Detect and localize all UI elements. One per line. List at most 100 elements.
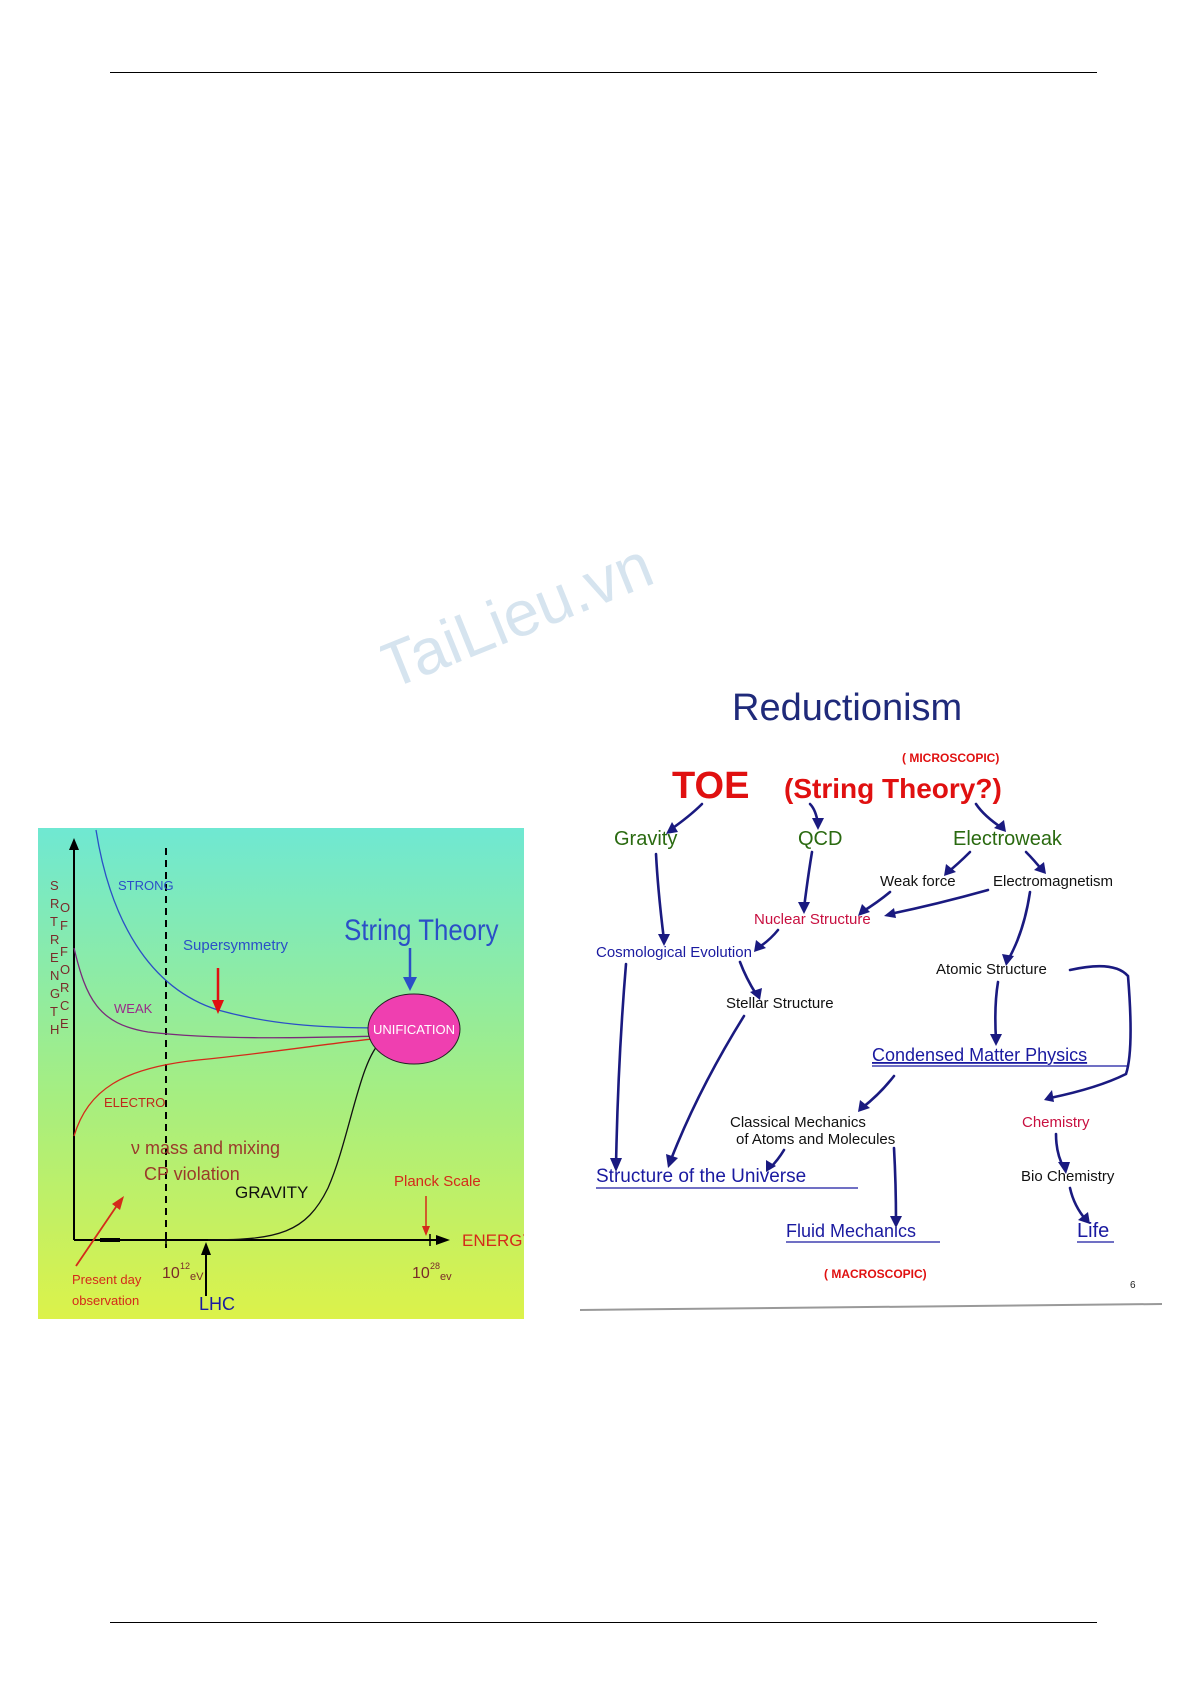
lhc-label: LHC: [199, 1294, 235, 1314]
present-day-label-2: observation: [72, 1293, 139, 1308]
fluid-mechanics-node: Fluid Mechanics: [786, 1221, 916, 1241]
cosmological-evolution-node: Cosmological Evolution: [596, 944, 752, 961]
electro-curve: [73, 1037, 384, 1137]
supersymmetry-arrowhead: [212, 1000, 224, 1014]
y-letter: R: [50, 932, 59, 947]
arrowhead: [858, 1100, 870, 1112]
y-letter: N: [50, 968, 59, 983]
present-day-arrowhead: [112, 1196, 124, 1210]
diagram-arrows: [614, 802, 1132, 1224]
gravity-curve: [207, 1039, 384, 1241]
qcd-node: QCD: [798, 828, 842, 850]
force-unification-chart: S R T R E N G T H O F F O R C E STRONG W…: [38, 828, 524, 1319]
present-day-label-1: Present day: [72, 1272, 142, 1287]
arrow-em-atomic: [1006, 890, 1032, 962]
atomic-structure-node: Atomic Structure: [936, 961, 1047, 978]
tick-unit: eV: [190, 1271, 204, 1283]
arrowhead: [1078, 1212, 1090, 1224]
condensed-matter-node: Condensed Matter Physics: [872, 1045, 1087, 1065]
arrowhead: [666, 1154, 678, 1168]
y-letter: R: [60, 980, 69, 995]
planck-arrowhead: [422, 1226, 430, 1236]
string-theory-label: String Theory: [344, 913, 498, 946]
arrowhead: [1002, 954, 1014, 966]
classical-mechanics-node-1: Classical Mechanics: [730, 1114, 866, 1131]
electro-label: ELECTRO: [104, 1095, 165, 1110]
weak-curve: [73, 947, 384, 1039]
y-letter: F: [60, 944, 68, 959]
y-axis-arrowhead: [69, 838, 79, 850]
strong-curve: [95, 829, 384, 1029]
tick-unit: ev: [440, 1271, 452, 1283]
nuclear-structure-node: Nuclear Structure: [754, 911, 871, 928]
arrowhead: [798, 902, 810, 914]
arrow-stellar-universe: [668, 1014, 746, 1164]
slide-background: [578, 660, 1162, 1315]
y-letter: T: [50, 1004, 58, 1019]
chemistry-node: Chemistry: [1022, 1114, 1090, 1131]
y-letter: C: [60, 998, 69, 1013]
slide-bottom-edge: [579, 1303, 1162, 1311]
nu-mass-label: ν mass and mixing: [131, 1138, 280, 1158]
arrow-gravity-cosmo: [654, 852, 666, 942]
electromagnetism-node: Electromagnetism: [993, 873, 1113, 890]
classical-mechanics-node-2: of Atoms and Molecules: [736, 1131, 895, 1148]
diagram-arrowheads: [610, 818, 1090, 1228]
arrowhead: [858, 904, 870, 916]
arrowhead: [994, 820, 1006, 832]
gravity-label: GRAVITY: [235, 1183, 308, 1202]
arrowhead: [1058, 1162, 1070, 1174]
y-axis-label: S R T R E N G T H O F F O R C E: [50, 878, 70, 1037]
x-axis-arrowhead: [436, 1235, 450, 1245]
tick-label-12: 10 12 eV: [162, 1261, 204, 1283]
electroweak-node: Electroweak: [953, 828, 1063, 850]
strong-label: STRONG: [118, 878, 174, 893]
tick-base: 10: [412, 1265, 430, 1282]
unification-label: UNIFICATION: [373, 1022, 455, 1037]
arrowhead: [990, 1034, 1002, 1046]
y-letter: S: [50, 878, 59, 893]
string-theory-question: (String Theory?): [784, 773, 1002, 804]
weak-label: WEAK: [114, 1001, 153, 1016]
cp-violation-label: CP violation: [144, 1164, 240, 1184]
footer-rule: [110, 1622, 1097, 1623]
arrow-em-nuclear: [888, 888, 990, 916]
y-letter: H: [50, 1022, 59, 1037]
y-letter: E: [50, 950, 59, 965]
arrowhead: [944, 864, 956, 876]
reductionism-diagram: Reductionism ( MICROSCOPIC) TOE (String …: [578, 660, 1162, 1315]
arrowhead: [1034, 862, 1046, 874]
stellar-structure-node: Stellar Structure: [726, 995, 834, 1012]
arrowhead: [754, 940, 766, 952]
macroscopic-note: ( MACROSCOPIC): [824, 1267, 927, 1281]
y-letter: E: [60, 1016, 69, 1031]
chart-background: [38, 828, 524, 1319]
planck-scale-label: Planck Scale: [394, 1173, 481, 1190]
tick-label-28: 10 28 ev: [412, 1261, 452, 1283]
string-theory-arrowhead: [403, 977, 417, 991]
arrowhead: [812, 818, 824, 830]
arrowhead: [884, 908, 896, 918]
structure-universe-node: Structure of the Universe: [596, 1166, 806, 1187]
present-day-arrow: [75, 1203, 119, 1267]
y-letter: R: [50, 896, 59, 911]
tick-base: 10: [162, 1265, 180, 1282]
arrowhead: [1044, 1090, 1054, 1102]
lhc-arrowhead: [201, 1242, 211, 1255]
arrowhead: [610, 1158, 622, 1172]
slide-page-number: 6: [1130, 1280, 1136, 1291]
y-letter: G: [50, 986, 60, 1001]
y-letter: F: [60, 918, 68, 933]
arrowhead: [890, 1216, 902, 1228]
toe-label: TOE: [672, 765, 749, 807]
tick-exp: 12: [180, 1261, 190, 1271]
reductionism-title: Reductionism: [732, 687, 962, 729]
y-letter: O: [60, 962, 70, 977]
arrow-classical-fluid: [892, 1146, 898, 1224]
y-letter: T: [50, 914, 58, 929]
arrowhead: [658, 934, 670, 946]
bio-chemistry-node: Bio Chemistry: [1021, 1168, 1115, 1185]
arrow-atomic-chemistry: [1048, 964, 1132, 1100]
unification-ellipse: [367, 993, 461, 1065]
x-axis-label: ENERGY: [462, 1231, 524, 1250]
